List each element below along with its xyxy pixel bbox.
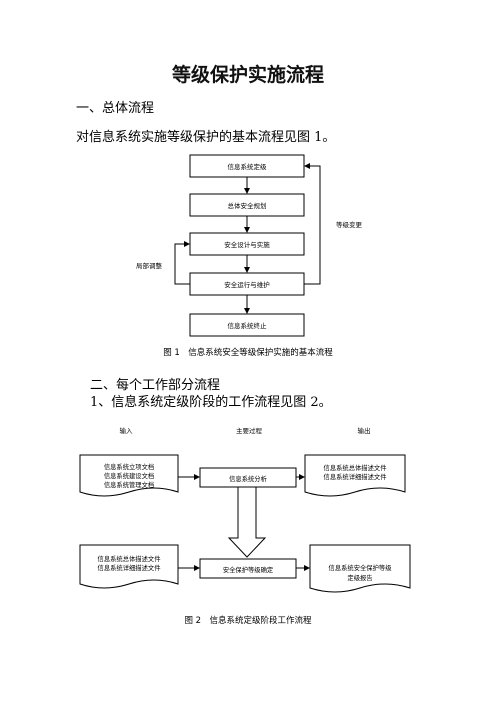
- process1-label: 信息系统分析: [229, 474, 267, 483]
- output2-line: 信息系统安全保护等级: [329, 563, 393, 572]
- big-down-arrow: [227, 486, 267, 558]
- flow-box-label: 安全运行与维护: [224, 280, 270, 289]
- input-doc-2: [79, 544, 179, 589]
- input1-line: 信息系统建设文档: [104, 471, 154, 480]
- section-1-text: 对信息系统实施等级保护的基本流程见图 1。: [76, 130, 336, 145]
- column-output-label: 输出: [358, 426, 371, 435]
- input-doc-1: [79, 454, 179, 497]
- section-2-heading: 二、每个工作部分流程: [90, 378, 221, 393]
- input1-line: 信息系统管理文档: [104, 480, 154, 489]
- flow-box-label: 总体安全规划: [228, 201, 267, 210]
- figure-2-caption: 图 2 信息系统定级阶段工作流程: [184, 616, 312, 626]
- label-level-change: 等级变更: [336, 220, 363, 229]
- label-partial-adjust: 局部调整: [136, 261, 163, 270]
- output2-line: 定级报告: [347, 573, 372, 582]
- column-input-label: 输入: [120, 426, 134, 435]
- input2-line: 信息系统总体描述文件: [98, 554, 161, 563]
- flow-box-label: 安全设计与实施: [224, 240, 270, 249]
- input1-line: 信息系统立项文档: [104, 462, 154, 471]
- partial-adjust-loop: [174, 241, 190, 285]
- flow-box-label: 信息系统定级: [228, 162, 268, 171]
- section-1-heading: 一、总体流程: [76, 101, 155, 116]
- figure-1-caption: 图 1 信息系统安全等级保护实施的基本流程: [163, 348, 333, 358]
- output-doc-1: [304, 454, 406, 497]
- output1-line: 信息系统总体描述文件: [324, 463, 387, 472]
- process2-label: 安全保护等级确定: [223, 565, 274, 574]
- output1-line: 信息系统详细描述文件: [324, 472, 387, 481]
- input2-line: 信息系统详细描述文件: [98, 563, 161, 572]
- flow-box-termination: [189, 313, 305, 337]
- output-doc-2: [309, 544, 411, 593]
- page-title: 等级保护实施流程: [171, 64, 324, 86]
- column-process-label: 主要过程: [236, 426, 263, 435]
- level-change-loop: [304, 163, 321, 285]
- flow-box-label: 信息系统终止: [228, 321, 268, 330]
- section-2-text: 1、信息系统定级阶段的工作流程见图 2。: [90, 395, 332, 410]
